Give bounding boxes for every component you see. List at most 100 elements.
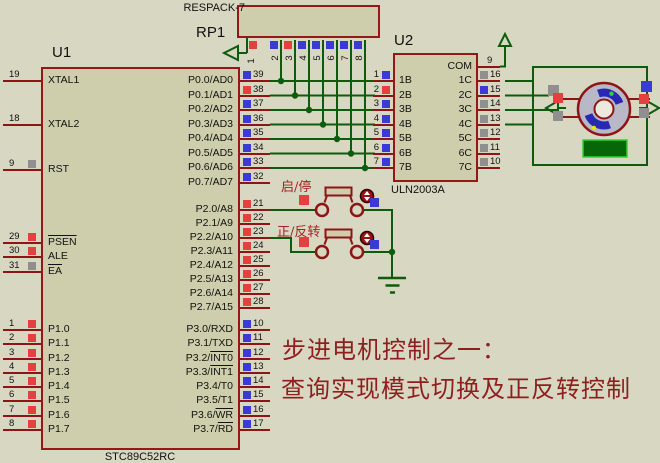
state-square: [298, 41, 306, 49]
u1-body[interactable]: [41, 67, 240, 450]
pin-number: 5: [9, 375, 15, 386]
pin-number: 39: [253, 69, 264, 80]
pin-stub: [240, 307, 270, 309]
pin-stub: [478, 65, 500, 68]
state-square: [28, 377, 36, 385]
state-square: [553, 111, 563, 121]
pin-name: P0.7/AD7: [188, 175, 233, 188]
pin-name: 3C: [458, 103, 472, 115]
pin-number: 3: [284, 55, 295, 61]
button-start-stop[interactable]: [314, 186, 375, 218]
pin-stub: [240, 265, 270, 267]
u1-ref: U1: [52, 44, 72, 61]
state-square: [28, 320, 36, 328]
pin-name: P0.1/AD1: [188, 88, 233, 101]
state-square: [382, 85, 390, 94]
state-square: [243, 158, 251, 166]
motor-dot-green: [609, 91, 614, 96]
rp1-body[interactable]: [237, 5, 380, 38]
pin-name: XTAL1: [48, 74, 80, 86]
actuator-down-arrow: [364, 197, 370, 201]
power-left-arrow-icon: [221, 44, 239, 62]
pin-stub: [478, 167, 500, 169]
pin-name: P2.0/A8: [195, 203, 233, 215]
pin-number: 9: [487, 54, 493, 66]
state-square: [370, 240, 379, 249]
pin-stub: [373, 80, 393, 82]
wire-com-power: [500, 46, 506, 68]
pin-number: 25: [253, 254, 264, 265]
pin-name: P1.3: [48, 366, 70, 378]
state-square: [340, 41, 348, 49]
pin-name: COM: [447, 59, 473, 72]
pin-number: 1: [246, 58, 257, 64]
pin-stub: [240, 181, 270, 184]
pin-name: P2.7/A15: [189, 301, 233, 313]
pin-stub: [478, 152, 500, 155]
pin-number: 27: [253, 282, 264, 293]
state-square: [299, 237, 309, 247]
pin-stub: [240, 80, 270, 82]
button-terminal[interactable]: [349, 202, 365, 218]
button-cap[interactable]: [324, 186, 353, 197]
state-square: [382, 100, 390, 108]
motor-dot-yellow: [591, 125, 597, 131]
button-leg: [323, 237, 328, 245]
motor-coil-bottom: [584, 112, 611, 130]
button-cap[interactable]: [324, 228, 353, 239]
state-square: [243, 172, 251, 181]
button-fwd-rev[interactable]: [314, 228, 375, 260]
button-terminal[interactable]: [314, 202, 330, 218]
pin-name: P1.7: [48, 423, 70, 435]
pin-number: 18: [9, 113, 20, 124]
pin-stub: [3, 169, 41, 171]
pin-number: 28: [253, 296, 264, 307]
state-square: [243, 405, 251, 414]
pin-name: 7B: [399, 161, 412, 173]
pin-number: 22: [253, 212, 264, 223]
pin-number: 35: [253, 127, 264, 138]
button-start-stop-label: 启/停: [281, 180, 312, 195]
pin-number: 8: [354, 55, 365, 61]
pin-stub: [240, 123, 270, 126]
pin-number: 6: [373, 141, 379, 153]
button-leg: [349, 195, 354, 203]
pin-number: 7: [9, 403, 15, 415]
pin-number: 16: [490, 69, 501, 80]
pin-number: 23: [253, 226, 264, 237]
pin-number: 34: [253, 141, 264, 153]
state-square: [243, 363, 251, 371]
state-square: [480, 100, 488, 108]
state-square: [382, 71, 390, 79]
u2-body[interactable]: [393, 53, 478, 182]
pin-number: 1: [9, 318, 15, 329]
pin-number: 7: [340, 55, 351, 61]
stepper-motor[interactable]: [562, 81, 650, 158]
state-square: [480, 114, 488, 123]
pin-name: P0.2/AD2: [188, 103, 233, 115]
pin-stub: [240, 109, 270, 111]
pin-stub: [3, 242, 41, 244]
u1-part: STC89C52RC: [104, 451, 176, 463]
state-square: [326, 41, 334, 49]
pin-number: 6: [326, 55, 337, 61]
pin-number: 11: [253, 332, 263, 343]
state-square: [28, 262, 36, 270]
pin-number: 5: [312, 55, 323, 61]
annotation-line1: 步进电机控制之一：: [282, 336, 507, 364]
state-square: [243, 256, 251, 264]
pin-number: 8: [9, 418, 15, 429]
button-terminal[interactable]: [349, 244, 365, 260]
pin-name: 2C: [458, 88, 472, 101]
pin-stub: [3, 400, 41, 402]
state-square: [243, 320, 251, 328]
state-square: [641, 81, 652, 92]
pin-name: P0.4/AD4: [188, 132, 233, 144]
pin-stub: [373, 123, 393, 126]
state-square: [243, 114, 251, 123]
pin-name: 6B: [399, 146, 412, 159]
pin-name: P1.6: [48, 408, 70, 421]
pin-stub: [3, 271, 41, 273]
button-terminal[interactable]: [314, 244, 330, 260]
state-square: [480, 143, 488, 152]
